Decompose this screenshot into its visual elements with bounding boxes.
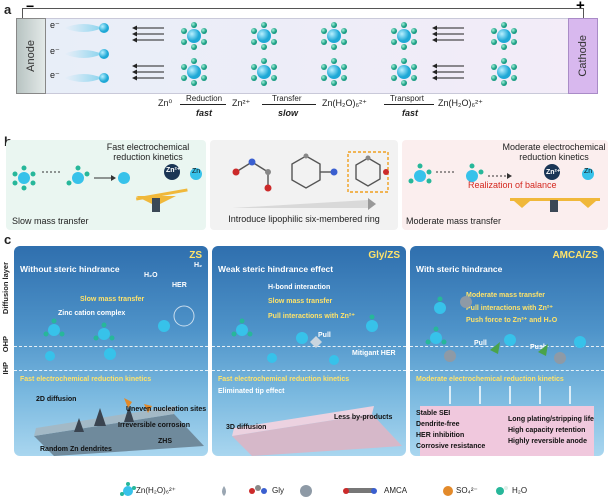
- mech-arrow-3: [384, 104, 434, 105]
- gly-less-byproducts: Less by-products: [334, 414, 392, 421]
- mech-zn2: Zn²⁺: [232, 98, 250, 109]
- cathode-label: Cathode: [577, 35, 589, 77]
- panel-a: a − + Anode Cathode e⁻ e⁻ e⁻: [0, 0, 614, 130]
- mech-slow: slow: [278, 108, 298, 118]
- amca-left-3: HER inhibition: [416, 432, 464, 439]
- zn-label: Zn: [192, 168, 200, 175]
- zs-2d-diffusion: 2D diffusion: [36, 396, 76, 403]
- mech-transport: Transport: [390, 94, 424, 103]
- moderate-mass-transfer-label: Moderate mass transfer: [406, 216, 501, 226]
- zn-h2o-complexes: [181, 22, 517, 86]
- zn2-ion-label: Zn²⁺: [166, 166, 181, 174]
- moderate-transfer-balance-illustration: [402, 162, 608, 214]
- desolvated-zn-trails: [64, 23, 109, 83]
- moderate-kinetics-title: Moderate electrochemical reduction kinet…: [502, 142, 606, 162]
- mech-reduction: Reduction: [186, 94, 222, 103]
- mech-fast-1: fast: [196, 108, 212, 118]
- wire-left-lead: [22, 8, 23, 18]
- cathode-electrode: Cathode: [568, 18, 598, 94]
- legend-icons: [120, 482, 580, 500]
- left-complexes: [13, 166, 131, 191]
- mech-complex-1: Zn(H₂O)₆²⁺: [322, 98, 367, 109]
- legend-complex: Zn(H₂O)₆²⁺: [136, 486, 176, 495]
- slow-mass-transfer-label: Slow mass transfer: [12, 216, 89, 226]
- panel-c-zs: ZS Without steric hindrance H₂O HER H₂ S…: [14, 246, 208, 456]
- anode-label: Anode: [25, 40, 37, 72]
- panel-b-right-box: Moderate electrochemical reduction kinet…: [402, 140, 608, 230]
- solvated-zn-ions-illustration: [44, 18, 568, 92]
- mech-arrow-1: [180, 104, 226, 105]
- mech-zn0: Zn⁰: [158, 98, 172, 109]
- amca-left-4: Corrosive resistance: [416, 443, 485, 450]
- amca-left-2: Dendrite-free: [416, 421, 460, 428]
- panel-c-amca: AMCA/ZS With steric hindrance Moderate m…: [410, 246, 604, 456]
- wire-right-lead: [583, 8, 584, 18]
- zs-irreversible: Irreversible corrosion: [118, 422, 190, 429]
- panel-b-middle-box: Introduce lipophilic six-membered ring: [210, 140, 398, 230]
- panel-c-letter: c: [4, 232, 11, 247]
- wedge-arrow: [232, 198, 376, 210]
- panel-c-gly: Gly/ZS Weak steric hindrance effect H-bo…: [212, 246, 406, 456]
- legend-gly: Gly: [272, 486, 284, 495]
- legend-amca: AMCA: [384, 486, 407, 495]
- amca-left-1: Stable SEI: [416, 410, 450, 417]
- fast-kinetics-title: Fast electrochemical reduction kinetics: [92, 142, 204, 162]
- molecule-structures-illustration: [216, 144, 392, 196]
- anode-electrode: Anode: [16, 18, 46, 94]
- amca-right-1: Long plating/stripping life: [508, 416, 594, 423]
- side-label-ihp: IHP: [1, 362, 10, 375]
- legend-so4: SO₄²⁻: [456, 486, 478, 495]
- lipophilic-ring-caption: Introduce lipophilic six-membered ring: [210, 214, 398, 224]
- zn-label-right: Zn: [584, 168, 592, 175]
- amca-right-3: Highly reversible anode: [508, 438, 587, 445]
- mech-fast-2: fast: [402, 108, 418, 118]
- panel-a-letter: a: [4, 2, 11, 17]
- arrow-heads: [132, 26, 437, 81]
- minus-sign: −: [26, 0, 34, 14]
- side-label-diffusion: Diffusion layer: [1, 262, 10, 314]
- zs-uneven-sites: Uneven nucleation sites: [126, 406, 206, 413]
- side-label-ohp: OHP: [1, 336, 10, 352]
- zs-dendrites: Random Zn dendrites: [40, 446, 112, 453]
- amca-right-2: High capacity retention: [508, 427, 585, 434]
- panel-b-left-box: Fast electrochemical reduction kinetics …: [6, 140, 206, 230]
- external-circuit-wire: [22, 8, 584, 9]
- zs-zhs: ZHS: [158, 438, 172, 445]
- mech-arrow-2: [262, 104, 316, 105]
- mech-complex-2: Zn(H₂O)₆²⁺: [438, 98, 483, 109]
- gly-3d-diffusion: 3D diffusion: [226, 424, 266, 431]
- migration-arrows: [134, 28, 464, 78]
- mech-transfer: Transfer: [272, 94, 302, 103]
- zn2-ion-label-right: Zn²⁺: [546, 168, 561, 176]
- legend-h2o: H₂O: [512, 486, 527, 495]
